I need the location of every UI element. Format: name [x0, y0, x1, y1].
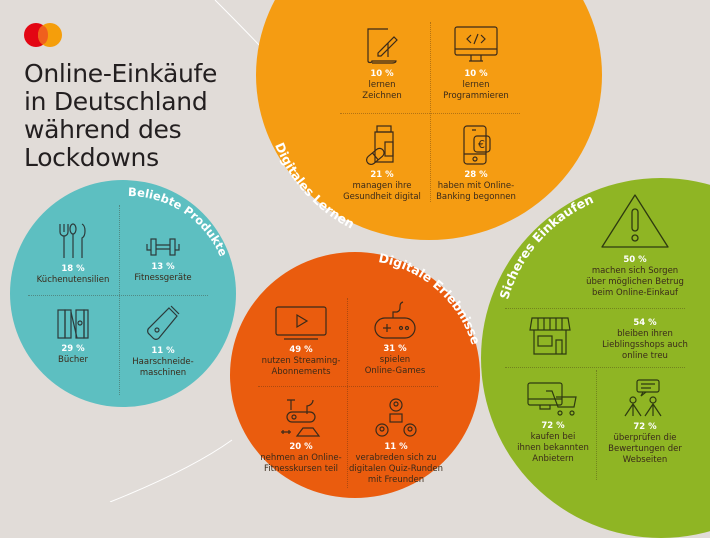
svg-text:€: €: [478, 138, 485, 151]
title-line-1: Online-Einkäufe: [24, 59, 218, 88]
background-arcs: [109, 0, 263, 502]
hair-clipper-icon: [147, 305, 180, 340]
stat-fitnesskurse: 20 % nehmen an Online- Fitnesskursen tei…: [256, 398, 346, 475]
page-title: Online-Einkäufe in Deutschland während d…: [24, 60, 217, 172]
stat-zeichnen: 10 % lernen Zeichnen: [338, 25, 426, 102]
divider: [596, 370, 597, 480]
stat-gesundheit: 21 % managen ihre Gesundheit digital: [338, 124, 426, 203]
stat-lieblingsshops: 54 % bleiben ihren Lieblingsshops auch o…: [602, 318, 688, 361]
divider: [258, 386, 438, 387]
stat-programmieren: 10 % lernen Programmieren: [432, 25, 520, 102]
divider: [430, 22, 431, 202]
divider: [505, 308, 685, 309]
gamepad-icon: [374, 301, 416, 339]
warning-icon: [601, 194, 669, 248]
title-line-4: Lockdowns: [24, 143, 159, 172]
mobile-banking-icon: €: [463, 125, 491, 165]
stat-online-games: 31 % spielen Online-Games: [350, 300, 440, 377]
stat-buecher: 29 % Bücher: [30, 308, 116, 366]
divider: [340, 113, 520, 114]
shop-icon: [529, 317, 571, 355]
cutlery-icon: [59, 223, 86, 258]
mastercard-logo: [24, 23, 64, 47]
drawing-icon: [367, 28, 398, 64]
online-cart-icon: [527, 382, 577, 416]
quiz-group-icon: [375, 398, 417, 437]
stat-streaming: 49 % nutzen Streaming- Abonnements: [256, 305, 346, 378]
stat-betrug-sorgen: 50 % machen sich Sorgen über möglichen B…: [580, 193, 690, 299]
stat-bewertungen: 72 % überprüfen die Bewertungen der Webs…: [598, 378, 692, 466]
reviews-people-icon: [624, 379, 662, 417]
title-line-3: während des: [24, 115, 182, 144]
medicine-icon: [366, 125, 394, 166]
tv-play-icon: [275, 306, 327, 340]
dumbbell-icon: [146, 238, 180, 256]
beliebte-produkte-circle: [10, 180, 236, 407]
stat-haarschneidemaschinen: 11 % Haarschneide- maschinen: [120, 304, 206, 379]
digitale-erlebnisse-circle: [230, 252, 480, 498]
stat-fitnessgeraete: 13 % Fitnessgeräte: [120, 236, 206, 284]
shop-icon-cell: [520, 316, 580, 360]
exercise-bike-icon: [281, 399, 321, 437]
code-monitor-icon: [454, 26, 498, 62]
stat-bekannte-anbieter: 72 % kaufen bei ihnen bekannten Anbieter…: [510, 381, 596, 465]
stat-kuechenutensilien: 18 % Küchenutensilien: [30, 222, 116, 286]
divider: [28, 295, 208, 296]
stat-online-banking: € 28 % haben mit Online- Banking begonne…: [432, 124, 520, 203]
section-headings: Beliebte Produkte Digitales Lernen Digit…: [128, 140, 596, 346]
stat-quiz-runden: 11 % verabreden sich zu digitalen Quiz-R…: [348, 398, 444, 486]
divider: [119, 205, 120, 395]
title-line-2: in Deutschland: [24, 87, 208, 116]
divider: [347, 298, 348, 488]
books-icon: [57, 309, 89, 339]
divider: [505, 367, 685, 368]
